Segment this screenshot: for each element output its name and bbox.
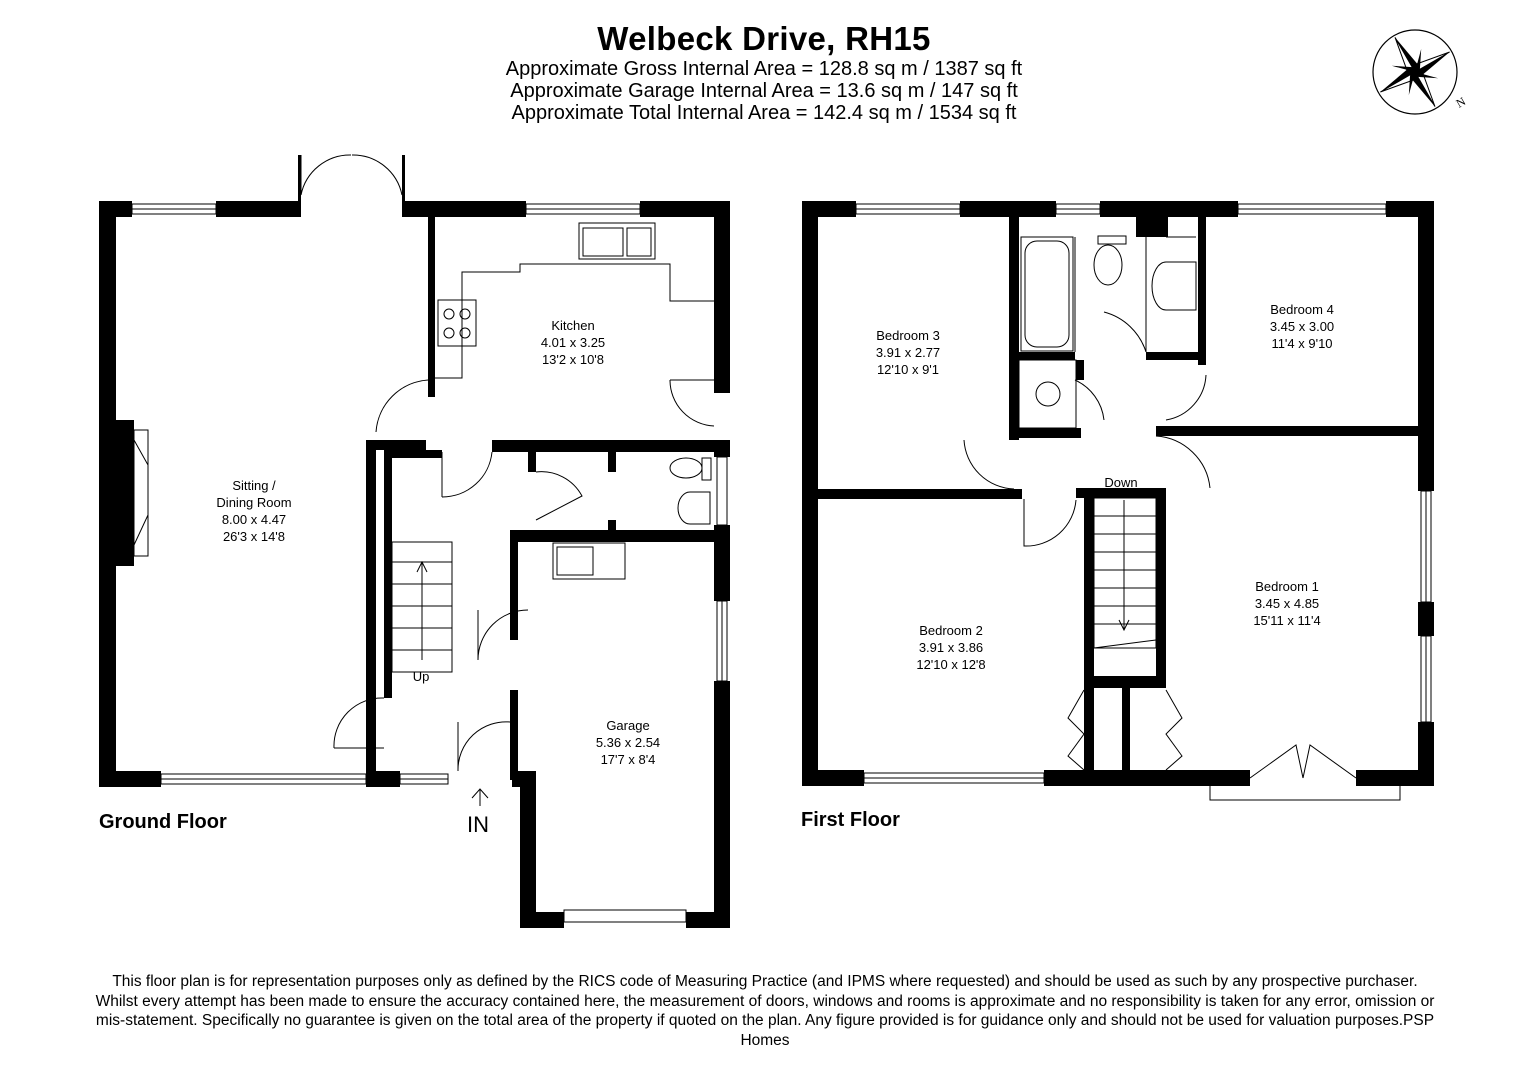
room-bedroom3-name: Bedroom 3 [876, 328, 940, 343]
room-garage-name: Garage [606, 718, 649, 733]
room-bedroom4-imperial: 11'4 x 9'10 [1271, 336, 1332, 351]
room-bedroom3-imperial: 12'10 x 9'1 [877, 362, 939, 377]
header: Welbeck Drive, RH15 Approximate Gross In… [0, 20, 1528, 124]
stairs-up-label: Up [413, 669, 430, 684]
ground-floor-plan [99, 155, 730, 928]
room-kitchen-imperial: 13'2 x 10'8 [542, 352, 604, 367]
gross-area-text: Approximate Gross Internal Area = 128.8 … [505, 58, 1023, 80]
garage-area-text: Approximate Garage Internal Area = 13.6 … [510, 80, 1018, 102]
room-kitchen-name: Kitchen [551, 318, 594, 333]
stairs-down-label: Down [1104, 475, 1137, 490]
room-bedroom4-name: Bedroom 4 [1270, 302, 1334, 317]
room-labels: Sitting / Dining Room 8.00 x 4.47 26'3 x… [216, 302, 1334, 767]
page-title: Welbeck Drive, RH15 [597, 20, 931, 57]
room-sitting-imperial: 26'3 x 14'8 [223, 529, 285, 544]
ground-floor-fixtures [131, 154, 728, 923]
room-bedroom2-name: Bedroom 2 [919, 623, 983, 638]
room-sitting-name: Sitting / [232, 478, 276, 493]
first-floor-label: First Floor [801, 809, 900, 831]
room-bedroom2-imperial: 12'10 x 12'8 [916, 657, 985, 672]
room-garage-imperial: 17'7 x 8'4 [601, 752, 656, 767]
ground-floor-label: Ground Floor [99, 811, 227, 833]
compass-north-label: N [1454, 94, 1469, 111]
disclaimer-text: This floor plan is for representation pu… [95, 973, 1435, 1049]
total-area-text: Approximate Total Internal Area = 142.4 … [511, 102, 1017, 124]
room-garage-metric: 5.36 x 2.54 [596, 735, 660, 750]
room-kitchen-metric: 4.01 x 3.25 [541, 335, 605, 350]
room-bedroom4-metric: 3.45 x 3.00 [1270, 319, 1334, 334]
first-floor-plan [802, 201, 1434, 786]
room-sitting-name2: Dining Room [216, 495, 291, 510]
entrance-label: IN [467, 812, 489, 837]
room-bedroom1-name: Bedroom 1 [1255, 579, 1319, 594]
room-sitting-metric: 8.00 x 4.47 [222, 512, 286, 527]
compass-icon: N [1372, 29, 1469, 115]
first-floor-fixtures [855, 203, 1432, 801]
room-bedroom2-metric: 3.91 x 3.86 [919, 640, 983, 655]
room-bedroom1-imperial: 15'11 x 11'4 [1253, 613, 1320, 628]
room-bedroom1-metric: 3.45 x 4.85 [1255, 596, 1319, 611]
room-bedroom3-metric: 3.91 x 2.77 [876, 345, 940, 360]
